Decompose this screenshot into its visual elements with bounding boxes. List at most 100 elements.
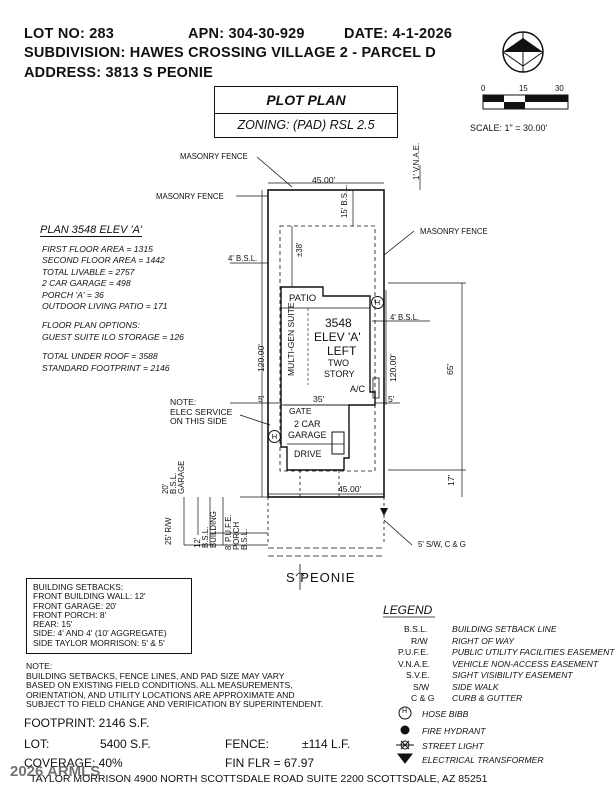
footprint-line: STANDARD FOOTPRINT = 2146 — [42, 362, 170, 373]
legend-desc: BUILDING SETBACK LINE — [452, 624, 557, 634]
plan-line: SECOND FLOOR AREA = 1442 — [42, 255, 165, 266]
note-line: ORIENTATION, AND UTILITY LOCATIONS ARE A… — [26, 689, 295, 700]
dim-65: 65' — [445, 363, 455, 375]
legend-desc: FIRE HYDRANT — [422, 726, 486, 736]
hose-bibb-icon: H — [268, 430, 281, 443]
building-bsl: 12' B.S.L. BUILDING — [193, 511, 218, 548]
plot-plan-title: PLOT PLAN — [215, 87, 397, 114]
legend-abbr: C & G — [411, 693, 435, 703]
lot-width-top: 45.00' — [312, 175, 336, 185]
hose-bibb-icon: H — [371, 296, 384, 309]
legend-abbr: S.V.E. — [406, 670, 430, 680]
coverage-stat: COVERAGE: 40% — [24, 756, 123, 770]
masonry-fence-label: MASONRY FENCE — [180, 152, 248, 161]
plan-areas: FIRST FLOOR AREA = 1315 SECOND FLOOR ARE… — [42, 244, 184, 374]
garage-bsl: 20' B.S.L. GARAGE — [161, 460, 186, 494]
roof-line: TOTAL UNDER ROOF = 3588 — [42, 351, 158, 362]
lot-depth-left: 120.00' — [256, 344, 266, 372]
scale-label: SCALE: 1" = 30.00' — [470, 123, 548, 133]
street-name: S PEONIE — [286, 570, 356, 585]
garage-label: 2 CAR — [294, 419, 321, 429]
note-line: SUBJECT TO FIELD CHANGE AND VERIFICATION… — [26, 699, 324, 710]
street-lines — [267, 470, 385, 590]
rw-label: 25' R/W — [164, 517, 173, 545]
plan-heading: PLAN 3548 ELEV 'A' — [40, 224, 143, 237]
title-box: PLOT PLAN ZONING: (PAD) RSL 2.5 — [214, 86, 398, 138]
plan-line: FIRST FLOOR AREA = 1315 — [42, 244, 153, 254]
drive-label: DRIVE — [294, 449, 322, 459]
options-line: GUEST SUITE ILO STORAGE = 126 — [42, 331, 184, 342]
legend-desc: SIGHT VISIBILITY EASEMENT — [452, 670, 573, 680]
elec-note-line: NOTE: — [170, 397, 197, 407]
general-note: NOTE: BUILDING SETBACKS, FENCE LINES, AN… — [26, 661, 324, 710]
legend-desc: HOSE BIBB — [422, 709, 469, 719]
fence-stat-value: ±114 L.F. — [302, 737, 351, 751]
legend-desc: SIDE WALK — [452, 682, 499, 692]
left-label: LEFT — [327, 344, 357, 358]
legend-abbr: V.N.A.E. — [398, 659, 431, 669]
setbacks-text: BUILDING SETBACKS: FRONT BUILDING WALL: … — [27, 579, 191, 648]
legend-desc: RIGHT OF WAY — [452, 636, 515, 646]
dim-5-left: 5' — [258, 394, 265, 404]
plan-line: 2 CAR GARAGE = 498 — [42, 278, 131, 289]
scale-tick-15: 15 — [519, 84, 528, 93]
legend-title: LEGEND — [383, 603, 433, 617]
setbacks-box: BUILDING SETBACKS: FRONT BUILDING WALL: … — [26, 578, 192, 654]
fence-stat-label: FENCE: — [225, 737, 270, 751]
two-label: TWO — [328, 358, 349, 368]
multigen-label: MULTI-GEN SUITE — [286, 302, 296, 376]
hose-bibb-icon: H — [402, 708, 408, 715]
garage-label: GARAGE — [288, 430, 327, 440]
setback-line: FRONT BUILDING WALL: 12' — [33, 591, 146, 602]
side-bsl-left: 4' B.S.L. — [228, 254, 258, 263]
dim-35: 35' — [313, 394, 325, 404]
options-heading: FLOOR PLAN OPTIONS: — [42, 320, 140, 331]
setback-line: FRONT PORCH: 8' — [33, 609, 107, 620]
dim-17: 17' — [446, 474, 456, 486]
lot-number: LOT NO: 283 — [24, 26, 115, 42]
pm38-label: ±38' — [295, 242, 304, 257]
plan-line: OUTDOOR LIVING PATIO = 171 — [42, 301, 168, 312]
company-footer: TAYLOR MORRISON 4900 NORTH SCOTTSDALE RO… — [30, 773, 488, 785]
dim-5-right: 5' — [388, 394, 395, 404]
masonry-fence-label: MASONRY FENCE — [156, 192, 224, 201]
pufe-label: 8' P.U.F.E. PORCH B.S.L. — [224, 514, 249, 550]
note-line: BUILDING SETBACKS, FENCE LINES, AND PAD … — [26, 670, 285, 681]
footprint-stat: FOOTPRINT: 2146 S.F. — [24, 716, 150, 730]
lot-width-bottom: 45.00' — [338, 484, 362, 494]
masonry-fence-label: MASONRY FENCE — [420, 227, 488, 236]
leader-lines — [236, 156, 415, 546]
plan-line: PORCH 'A' = 36 — [42, 289, 104, 300]
note-heading: NOTE: — [26, 661, 53, 671]
plan-number: 3548 — [325, 316, 352, 330]
legend-abbr: R/W — [411, 636, 428, 646]
watermark: 2026 ARMLS — [10, 763, 101, 780]
scale-bar — [482, 94, 569, 110]
ac-label: A/C — [350, 384, 366, 394]
dimension-lines — [183, 165, 466, 546]
legend-desc: PUBLIC UTILITY FACILITIES EASEMENT — [452, 647, 615, 657]
note-line: BASED ON EXISTING FIELD CONDITIONS. ALL … — [26, 680, 293, 691]
legend-desc: ELECTRICAL TRANSFORMER — [422, 755, 544, 765]
setback-line: SIDE TAYLOR MORRISON: 5' & 5' — [33, 637, 165, 648]
elev-label: ELEV 'A' — [314, 330, 361, 344]
legend-desc: VEHICLE NON-ACCESS EASEMENT — [452, 659, 599, 669]
north-arrow-icon — [502, 31, 544, 73]
story-label: STORY — [324, 369, 355, 379]
date: DATE: 4-1-2026 — [344, 26, 453, 42]
scale-tick-0: 0 — [481, 84, 486, 93]
rear-bsl: 15' B.S.L. — [340, 184, 349, 218]
legend-desc: STREET LIGHT — [422, 741, 484, 751]
elec-note-line: ON THIS SIDE — [170, 416, 228, 426]
legend-abbr: P.U.F.E. — [398, 647, 429, 657]
address: ADDRESS: 3813 S PEONIE — [24, 65, 213, 81]
apn: APN: 304-30-929 — [188, 26, 305, 42]
setback-line: FRONT GARAGE: 20' — [33, 600, 117, 611]
subdivision: SUBDIVISION: HAWES CROSSING VILLAGE 2 - … — [24, 45, 436, 61]
setback-line: SIDE: 4' AND 4' (10' AGGREGATE) — [33, 628, 167, 639]
zoning: ZONING: (PAD) RSL 2.5 — [237, 118, 375, 132]
side-bsl-right: 4' B.S.L. — [390, 313, 420, 322]
legend-symbols — [396, 706, 414, 764]
vnae-label: 1' V.N.A.E. — [412, 142, 421, 180]
